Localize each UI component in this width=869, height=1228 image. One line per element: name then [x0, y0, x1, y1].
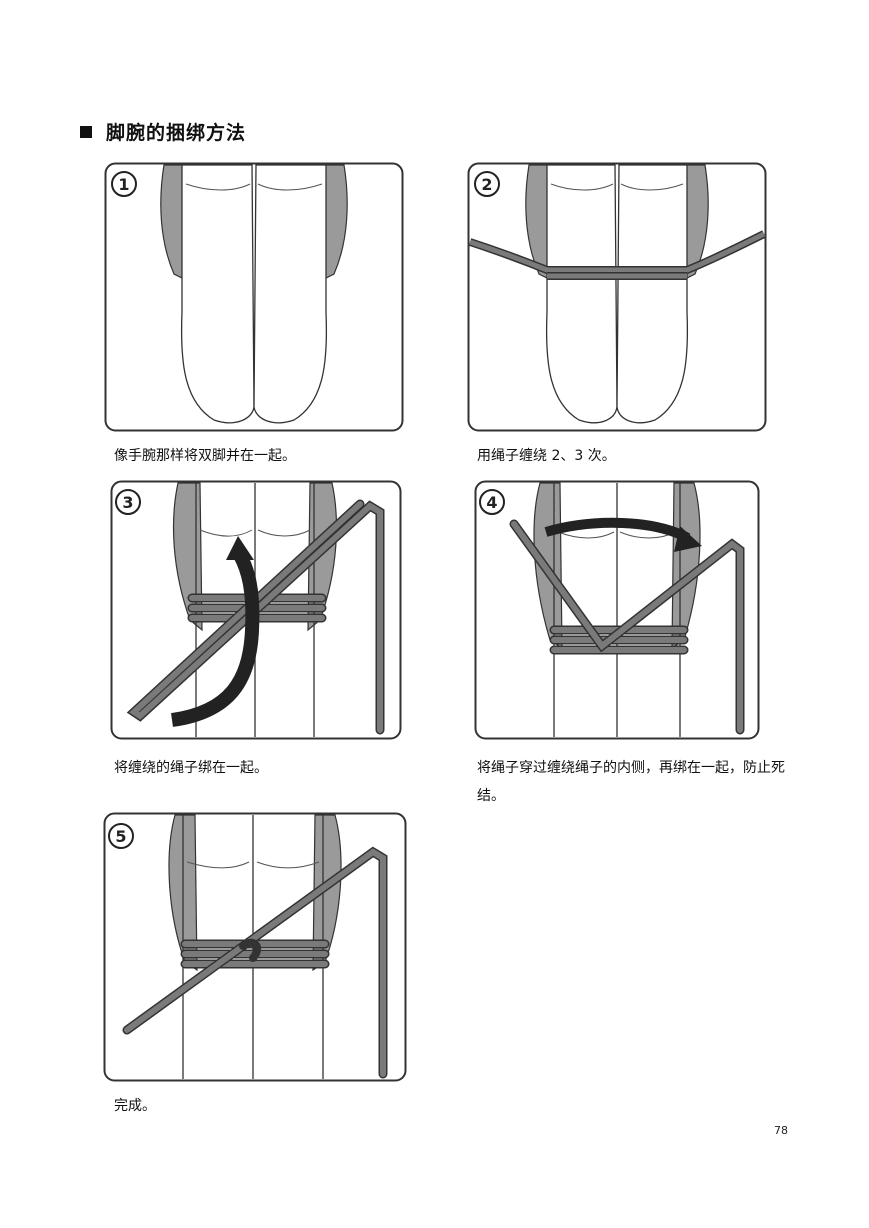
step-4-illustration: 4 [474, 480, 760, 740]
step-1-caption: 像手腕那样将双脚并在一起。 [114, 448, 296, 464]
step-5-illustration: 5 [103, 812, 407, 1082]
step-3-caption: 将缠绕的绳子绑在一起。 [114, 760, 268, 776]
step-number: 3 [122, 493, 133, 512]
bullet-square-icon [80, 125, 92, 138]
step-number: 5 [115, 827, 126, 846]
step-3-illustration: 3 [110, 480, 402, 740]
step-5-caption: 完成。 [114, 1098, 156, 1114]
step-number: 4 [486, 493, 497, 512]
section-title: 脚腕的捆绑方法 [106, 122, 247, 144]
step-number: 1 [118, 175, 129, 194]
section-heading: 脚腕的捆绑方法 [80, 118, 246, 145]
step-2-caption: 用绳子缠绕 2、3 次。 [477, 448, 616, 464]
step-4-caption: 将绳子穿过缠绕绳子的内侧，再绑在一起，防止死结。 [477, 760, 785, 804]
step-number: 2 [481, 175, 492, 194]
step-1-illustration: 1 [104, 162, 404, 432]
step-2-illustration: 2 [467, 162, 767, 432]
page-number: 78 [774, 1124, 788, 1137]
